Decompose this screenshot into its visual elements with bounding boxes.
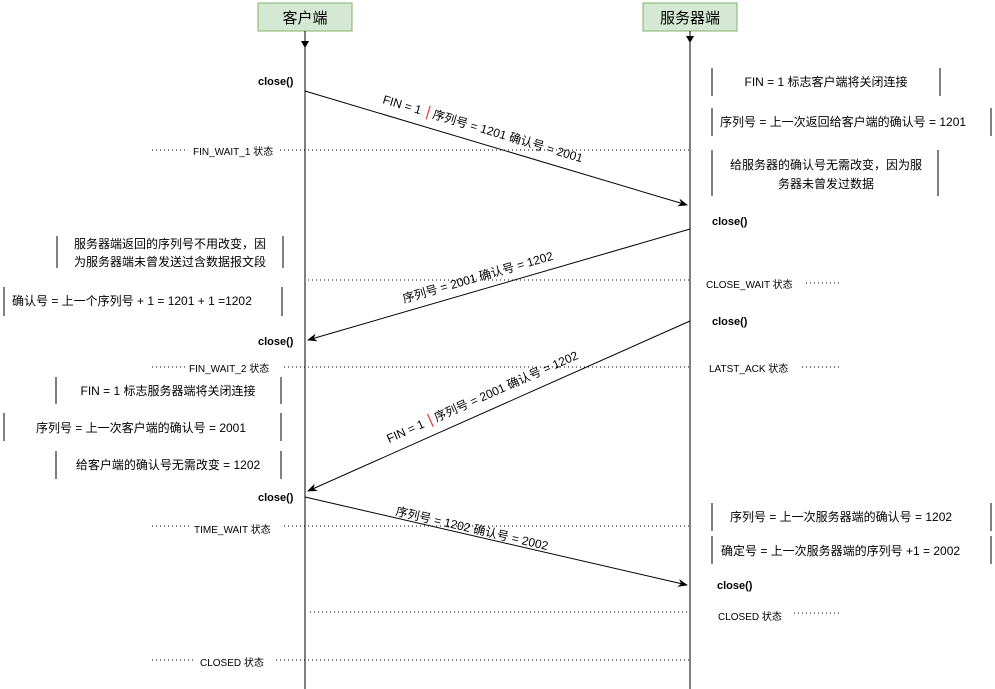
note-server-3-line2: 务器未曾发过数据 — [778, 176, 874, 191]
client-close-label-2: close() — [258, 336, 294, 348]
closed-server-label: CLOSED 状态 — [718, 610, 782, 623]
server-actor-box — [642, 2, 738, 32]
message-3-separator — [426, 413, 434, 427]
client-actor: 客户端 — [257, 2, 353, 32]
note-client-2: 确认号 = 上一个序列号 + 1 = 1201 + 1 =1202 — [3, 287, 283, 316]
note-server-3: 给服务器的确认号无需改变，因为服 务器未曾发过数据 — [711, 150, 939, 196]
note-client-1-line2: 为服务器端未曾发送过含数据报文段 — [74, 254, 266, 269]
fin-wait-2-bg — [185, 361, 283, 374]
closed-client-bg — [196, 655, 276, 668]
message-arrow-2 — [307, 228, 691, 342]
note-client-1-line1: 服务器端返回的序列号不用改变，因 — [74, 236, 266, 251]
server-close-label-2: close() — [712, 316, 748, 328]
fin-wait-1-label: FIN_WAIT_1 状态 — [193, 145, 273, 158]
latst-ack-bg — [704, 361, 801, 374]
close-wait-label: CLOSE_WAIT 状态 — [706, 278, 793, 291]
close-wait-bg — [702, 277, 806, 290]
message-label-3: FIN = 1 序列号 = 2001 确认号 = 1202 — [385, 347, 581, 445]
time-wait-label: TIME_WAIT 状态 — [194, 523, 271, 536]
note-server-3-line1: 给服务器的确认号无需改变，因为服 — [730, 157, 922, 172]
note-client-3: FIN = 1 标志服务器端将关闭连接 — [55, 377, 282, 404]
server-actor: 服务器端 — [642, 2, 738, 32]
note-client-4-text: 序列号 = 上一次客户端的确认号 = 2001 — [36, 420, 246, 435]
note-client-5: 给客户端的确认号无需改变 = 1202 — [55, 451, 282, 479]
note-server-2-text: 序列号 = 上一次返回给客户端的确认号 = 1201 — [720, 114, 966, 129]
message-arrow-3 — [307, 320, 691, 492]
note-server-2: 序列号 = 上一次返回给客户端的确认号 = 1201 — [711, 108, 992, 136]
server-close-label-1: close() — [712, 216, 748, 228]
note-client-4: 序列号 = 上一次客户端的确认号 = 2001 — [3, 413, 282, 441]
message-arrow-4 — [304, 496, 688, 587]
note-server-1: FIN = 1 标志客户端将关闭连接 — [711, 68, 941, 96]
fin-wait-1-bg — [188, 144, 280, 157]
note-server-4-text: 序列号 = 上一次服务器端的确认号 = 1202 — [730, 509, 952, 524]
note-client-3-text: FIN = 1 标志服务器端将关闭连接 — [80, 383, 255, 398]
message-label-4: 序列号 = 1202 确认号 = 2002 — [394, 503, 550, 553]
time-wait-bg — [190, 520, 282, 533]
fin-wait-2-label: FIN_WAIT_2 状态 — [189, 362, 269, 375]
note-server-5-text: 确定号 = 上一次服务器端的序列号 +1 = 2002 — [721, 543, 960, 558]
message-label-1: FIN = 1 序列号 = 1201 确认号 = 2001 — [381, 92, 585, 165]
closed-server-bg — [714, 610, 794, 623]
closed-client-label: CLOSED 状态 — [200, 656, 264, 669]
client-close-label-3: close() — [258, 492, 294, 504]
server-actor-label: 服务器端 — [660, 10, 720, 27]
note-client-1: 服务器端返回的序列号不用改变，因 为服务器端未曾发送过含数据报文段 — [56, 236, 284, 269]
message-1-fin: FIN = 1 — [381, 92, 423, 117]
note-server-1-text: FIN = 1 标志客户端将关闭连接 — [744, 74, 907, 89]
note-client-2-text: 确认号 = 上一个序列号 + 1 = 1201 + 1 =1202 — [12, 293, 252, 308]
message-label-2: 序列号 = 2001 确认号 = 1202 — [401, 248, 555, 306]
note-server-4: 序列号 = 上一次服务器端的确认号 = 1202 — [711, 503, 992, 531]
message-3-seq: 序列号 = 2001 确认号 = 1202 — [432, 347, 581, 424]
message-1-separator — [425, 105, 431, 120]
server-close-label-3: close() — [717, 580, 753, 592]
latst-ack-label: LATST_ACK 状态 — [709, 362, 788, 375]
client-lifeline-arrow-icon — [301, 41, 309, 48]
server-lifeline-arrow-icon — [686, 36, 694, 43]
client-close-label-1: close() — [258, 76, 294, 88]
client-actor-box — [257, 2, 353, 32]
message-4-text: 序列号 = 1202 确认号 = 2002 — [394, 503, 550, 553]
message-arrow-1 — [304, 90, 688, 207]
note-client-5-text: 给客户端的确认号无需改变 = 1202 — [76, 457, 261, 472]
note-server-5: 确定号 = 上一次服务器端的序列号 +1 = 2002 — [711, 536, 992, 564]
message-2-text: 序列号 = 2001 确认号 = 1202 — [401, 248, 555, 306]
client-actor-label: 客户端 — [282, 10, 327, 27]
